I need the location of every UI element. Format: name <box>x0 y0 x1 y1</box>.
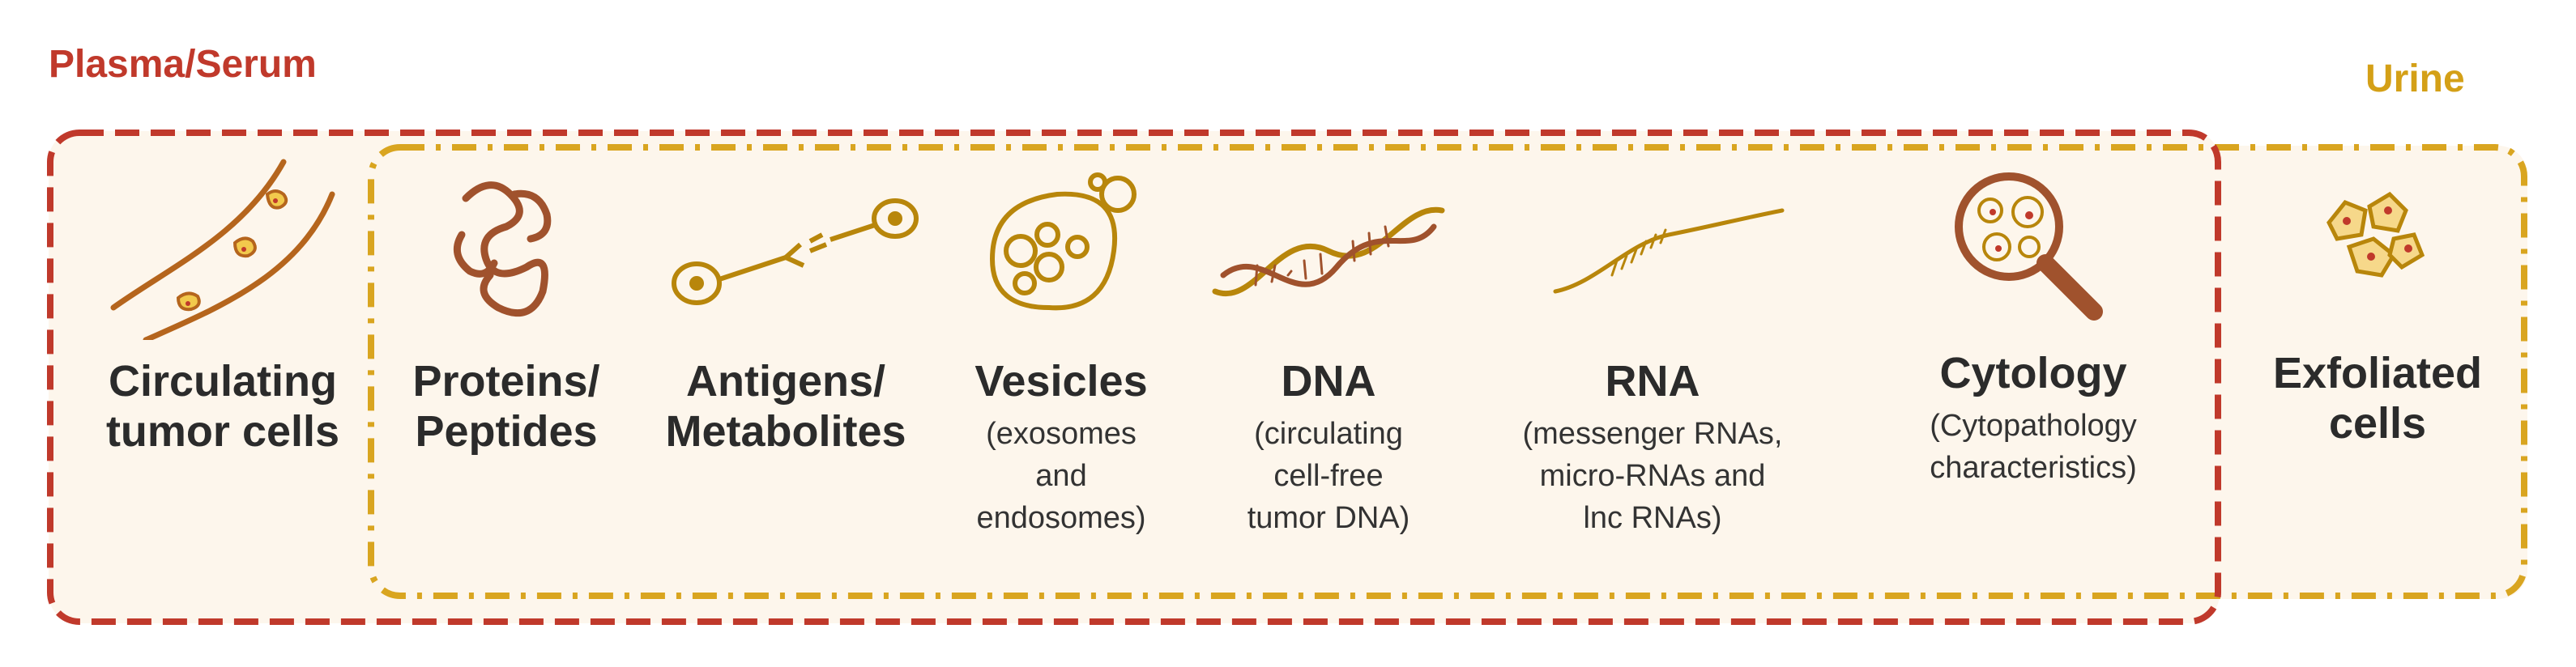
rna-strand-icon <box>1547 194 1790 304</box>
item-subtitle: (messenger RNAs, micro-RNAs and lnc RNAs… <box>1522 417 1783 535</box>
item-vesicles: Vesicles (exosomes and endosomes) <box>940 356 1183 539</box>
urine-region <box>369 146 2527 599</box>
item-title: Circulating tumor cells <box>105 357 340 456</box>
item-title: DNA <box>1281 357 1376 406</box>
item-dna: DNA (circulating cell-free tumor DNA) <box>1207 356 1450 539</box>
item-antigens-metabolites: Antigens/ Metabolites <box>648 356 923 457</box>
magnifier-cells-icon <box>1940 162 2118 336</box>
urine-frame <box>368 144 2527 599</box>
blood-vessel-cells-icon <box>97 146 340 344</box>
exfoliated-cells-icon <box>2313 182 2434 291</box>
urine-label: Urine <box>2365 57 2465 100</box>
item-exfoliated-cells: Exfoliated cells <box>2244 348 2511 448</box>
plasma-frame <box>47 130 2221 625</box>
item-title: RNA <box>1605 357 1700 406</box>
item-subtitle: (exosomes and endosomes) <box>976 417 1146 535</box>
item-circulating-tumor-cells: Circulating tumor cells <box>89 356 356 457</box>
item-title: Cytology <box>1939 349 2127 397</box>
vesicle-icon <box>976 170 1162 328</box>
plasma-serum-label: Plasma/Serum <box>49 43 317 86</box>
item-proteins-peptides: Proteins/ Peptides <box>397 356 616 457</box>
antigen-receptor-icon <box>664 194 923 320</box>
item-subtitle: (circulating cell-free tumor DNA) <box>1247 417 1410 535</box>
item-title: Proteins/ Peptides <box>412 357 600 456</box>
item-title: Antigens/ Metabolites <box>665 357 906 456</box>
protein-coil-icon <box>441 174 571 324</box>
item-cytology: Cytology (Cytopathology characteristics) <box>1887 348 2179 489</box>
item-title: Exfoliated cells <box>2272 349 2483 448</box>
dna-helix-icon <box>1207 194 1450 320</box>
item-title: Vesicles <box>975 357 1148 406</box>
item-rna: RNA (messenger RNAs, micro-RNAs and lnc … <box>1499 356 1806 539</box>
item-subtitle: (Cytopathology characteristics) <box>1930 409 2137 485</box>
